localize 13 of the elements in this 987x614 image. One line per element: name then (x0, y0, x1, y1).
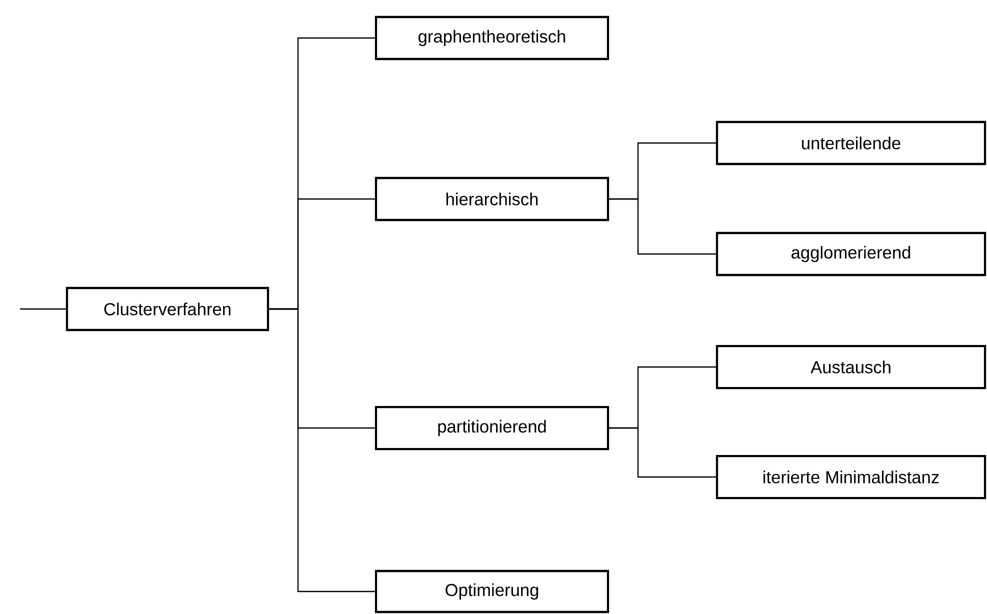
process-box: agglomerierend (716, 232, 986, 276)
connector (20, 308, 66, 310)
connector (609, 198, 716, 255)
connector (609, 427, 716, 478)
connector (269, 308, 375, 592)
process-box: unterteilende (716, 120, 986, 166)
process-box: iterierte Minimaldistanz (716, 454, 986, 500)
process-box: Optimierung (374, 570, 610, 614)
process-box: Clusterverfahren (66, 286, 270, 332)
process-box: partitionierend (374, 406, 610, 450)
process-box: graphentheoretisch (374, 16, 610, 60)
process-box: Austausch (716, 344, 986, 390)
process-box: hierarchisch (374, 176, 610, 222)
